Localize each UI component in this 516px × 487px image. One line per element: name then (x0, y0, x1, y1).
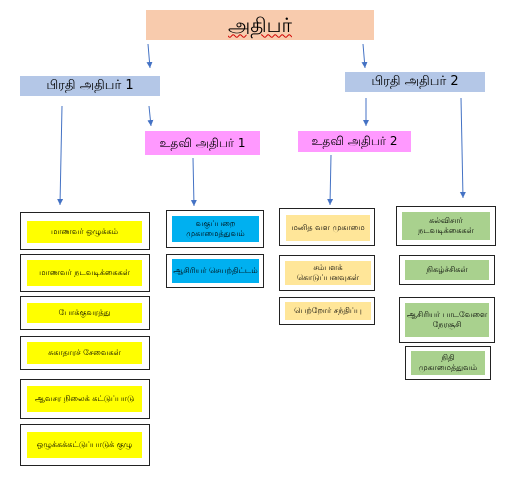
arrow-assistant1-to-column2 (190, 157, 197, 207)
column3-item: மனித வள முகாமை (286, 215, 370, 241)
column1-item-label: ஆவசர நிலைக் கட்டுப்பாடு (34, 394, 135, 403)
column1-item-label: போக்குவரத்து (58, 308, 111, 317)
column1-item: ஒழுக்கக்கட்டுப்பாடுக் குழு (27, 432, 142, 458)
column4-item-frame: ஆசிரியர் பாடவேளை நேரசூசி (399, 297, 495, 343)
column4-item-frame: நிதி முகாமைத்துவம் (405, 346, 491, 380)
column2-item-label: வகுப்பறை முகாமைத்துவம் (186, 219, 245, 238)
column4-item: நிகழ்ச்சிகள் (405, 260, 489, 280)
column3-item-label: பெற்றோர் சந்திப்பு (294, 306, 362, 315)
deputy-principal-2-box: பிரதி அதிபர் 2 (345, 72, 485, 92)
column1-item-frame: மாணவர் ஒழுக்கம் (20, 212, 150, 250)
column3-item-label: மனித வள முகாமை (291, 223, 365, 232)
column1-item: சுகாதாரச் சேவைகள் (27, 342, 142, 364)
column2-item-frame: ஆசிரியர் செயற்திட்டம் (166, 254, 264, 288)
column4-item-frame: கல்விசார் நடவடிக்கைகள் (396, 206, 496, 246)
column1-item-label: மாணவர் நடவடிக்கைகள் (39, 268, 130, 277)
assistant-principal-1-box: உதவி அதிபர் 1 (145, 131, 260, 155)
arrow-deputy2-to-column4 (459, 97, 466, 199)
column2-item-frame: வகுப்பறை முகாமைத்துவம் (166, 210, 264, 248)
deputy-principal-1-label: பிரதி அதிபர் 1 (46, 77, 134, 93)
principal-box: அதிபர் (146, 10, 374, 40)
column3-item-label: சம்பளக் கொடுப்பனவுகள் (296, 263, 360, 282)
column4-item: நிதி முகாமைத்துவம் (411, 351, 485, 375)
column3-item-frame: மனித வள முகாமை (279, 208, 375, 246)
column4-item-label: கல்விசார் நடவடிக்கைகள் (418, 216, 474, 235)
column4-item-label: நிகழ்ச்சிகள் (426, 265, 468, 274)
arrow-deputy1-to-column1 (57, 105, 64, 206)
column1-item: மாணவர் நடவடிக்கைகள் (27, 260, 142, 286)
principal-label: அதிபர் (228, 12, 292, 37)
column4-item: கல்விசார் நடவடிக்கைகள் (402, 212, 490, 240)
arrow-deputy1-to-assistant1 (147, 105, 154, 127)
column1-item: போக்குவரத்து (27, 303, 142, 323)
column1-item-frame: ஆவசர நிலைக் கட்டுப்பாடு (20, 379, 150, 419)
column1-item-frame: போக்குவரத்து (20, 296, 150, 330)
column2-item: வகுப்பறை முகாமைத்துவம் (172, 216, 259, 242)
column2-item-label: ஆசிரியர் செயற்திட்டம் (173, 266, 258, 275)
arrow-assistant2-to-column3 (327, 154, 334, 206)
assistant-principal-2-label: உதவி அதிபர் 2 (311, 134, 398, 148)
column1-item: மாணவர் ஒழுக்கம் (27, 221, 142, 243)
column1-item: ஆவசர நிலைக் கட்டுப்பாடு (27, 386, 142, 412)
deputy-principal-1-box: பிரதி அதிபர் 1 (20, 76, 160, 96)
column1-item-label: மாணவர் ஒழுக்கம் (50, 227, 119, 236)
assistant-principal-2-box: உதவி அதிபர் 2 (298, 131, 411, 152)
assistant-principal-1-label: உதவி அதிபர் 1 (159, 135, 246, 150)
arrow-root-to-deputy-1 (146, 43, 153, 69)
column4-item-label: நிதி முகாமைத்துவம் (418, 353, 478, 372)
column3-item: பெற்றோர் சந்திப்பு (285, 302, 371, 320)
arrow-root-to-deputy-2 (361, 43, 368, 69)
column4-item-label: ஆசிரியர் பாடவேளை நேரசூசி (406, 310, 488, 329)
deputy-principal-2-label: பிரதி அதிபர் 2 (371, 73, 459, 89)
column1-item-label: சுகாதாரச் சேவைகள் (48, 348, 121, 357)
column2-item: ஆசிரியர் செயற்திட்டம் (172, 259, 259, 283)
column4-item-frame: நிகழ்ச்சிகள் (399, 255, 495, 285)
column1-item-label: ஒழுக்கக்கட்டுப்பாடுக் குழு (36, 440, 133, 449)
column4-item: ஆசிரியர் பாடவேளை நேரசூசி (405, 303, 489, 337)
column3-item: சம்பளக் கொடுப்பனவுகள் (285, 261, 371, 285)
column1-item-frame: ஒழுக்கக்கட்டுப்பாடுக் குழு (20, 424, 150, 466)
column3-item-frame: பெற்றோர் சந்திப்பு (279, 297, 375, 325)
column1-item-frame: சுகாதாரச் சேவைகள் (20, 336, 150, 370)
column1-item-frame: மாணவர் நடவடிக்கைகள் (20, 254, 150, 292)
column3-item-frame: சம்பளக் கொடுப்பனவுகள் (279, 255, 375, 291)
